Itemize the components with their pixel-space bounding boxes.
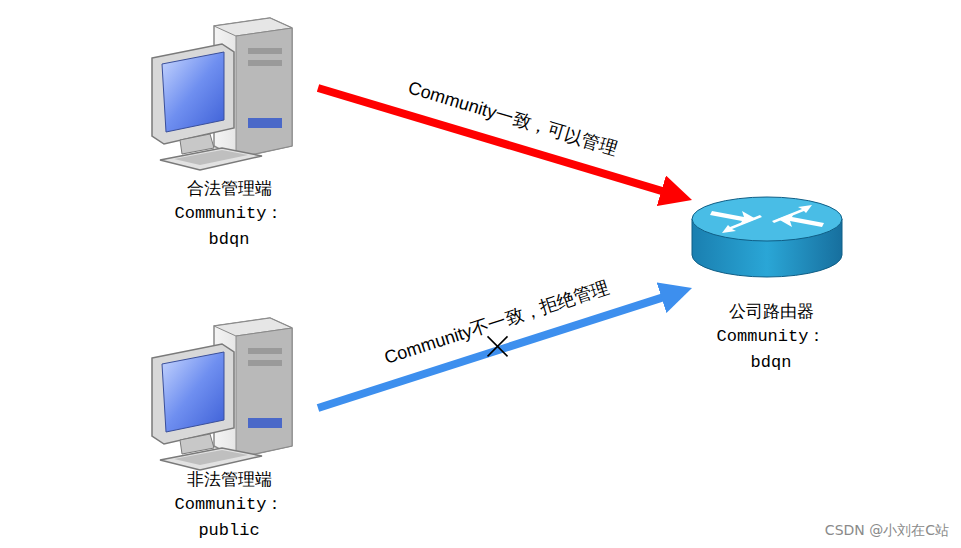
reject-cross: [488, 336, 508, 356]
node-title: 非法管理端: [140, 466, 318, 492]
node-title: 合法管理端: [140, 175, 318, 201]
community-value: Community： bdqn: [175, 201, 284, 253]
community-value: Community： bdqn: [717, 324, 826, 376]
node-title: 公司路由器: [692, 298, 850, 324]
community-value: Community： public: [175, 492, 284, 544]
pc-client-box: 合法管理端Community： bdqn: [140, 15, 318, 253]
router-box: 公司路由器Community： bdqn: [692, 190, 850, 376]
pc-client-box: 非法管理端Community： public: [140, 318, 318, 544]
watermark: CSDN @小刘在C站: [825, 522, 949, 540]
